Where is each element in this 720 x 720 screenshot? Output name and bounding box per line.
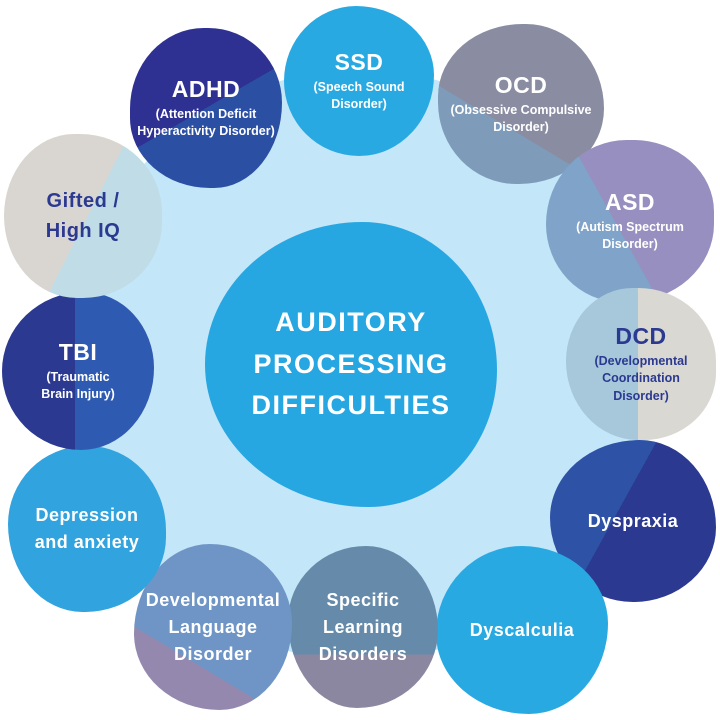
bubble-tbi: TBI (Traumatic Brain Injury) — [2, 292, 154, 450]
bubble-ocd: OCD (Obsessive Compulsive Disorder) — [438, 24, 604, 184]
bubble-developmental-language-disorder: Developmental Language Disorder — [134, 544, 292, 710]
bubble-specific-learning-disorders-title: Specific Learning Disorders — [318, 589, 408, 664]
bubble-dcd: DCD (Developmental Coordination Disorder… — [566, 288, 716, 440]
bubble-ssd-title: SSD — [334, 48, 384, 75]
bubble-gifted-high-iq-title: Gifted / High IQ — [45, 190, 121, 242]
bubble-tbi-subtitle: (Traumatic Brain Injury) — [41, 369, 115, 402]
bubble-adhd: ADHD (Attention Deficit Hyperactivity Di… — [130, 28, 282, 188]
bubble-asd-subtitle: (Autism Spectrum Disorder) — [576, 219, 684, 252]
center-title: AUDITORY PROCESSING DIFFICULTIES — [251, 306, 451, 421]
bubble-asd: ASD (Autism Spectrum Disorder) — [546, 140, 714, 302]
bubble-dcd-title: DCD — [615, 322, 667, 349]
bubble-ocd-subtitle: (Obsessive Compulsive Disorder) — [450, 102, 592, 135]
bubble-dyspraxia-title: Dyspraxia — [587, 510, 679, 531]
bubble-developmental-language-disorder-title: Developmental Language Disorder — [145, 589, 281, 664]
bubble-ssd-subtitle: (Speech Sound Disorder) — [313, 79, 405, 112]
bubble-dyscalculia-title: Dyscalculia — [469, 619, 575, 640]
bubble-gifted-high-iq: Gifted / High IQ — [4, 134, 162, 298]
bubble-dcd-subtitle: (Developmental Coordination Disorder) — [594, 353, 688, 403]
bubble-ocd-title: OCD — [494, 71, 548, 98]
bubble-depression-and-anxiety-title: Depression and anxiety — [34, 505, 140, 552]
bubble-specific-learning-disorders: Specific Learning Disorders — [288, 546, 438, 708]
bubble-ssd: SSD (Speech Sound Disorder) — [284, 6, 434, 156]
bubble-adhd-title: ADHD — [171, 75, 241, 102]
bubble-tbi-title: TBI — [58, 338, 98, 365]
bubble-depression-and-anxiety: Depression and anxiety — [8, 446, 166, 612]
center-bubble-auditory-processing-difficulties: AUDITORY PROCESSING DIFFICULTIES — [205, 222, 497, 507]
bubble-adhd-subtitle: (Attention Deficit Hyperactivity Disorde… — [137, 106, 275, 139]
bubble-asd-title: ASD — [604, 188, 656, 215]
bubble-dyscalculia: Dyscalculia — [436, 546, 608, 714]
